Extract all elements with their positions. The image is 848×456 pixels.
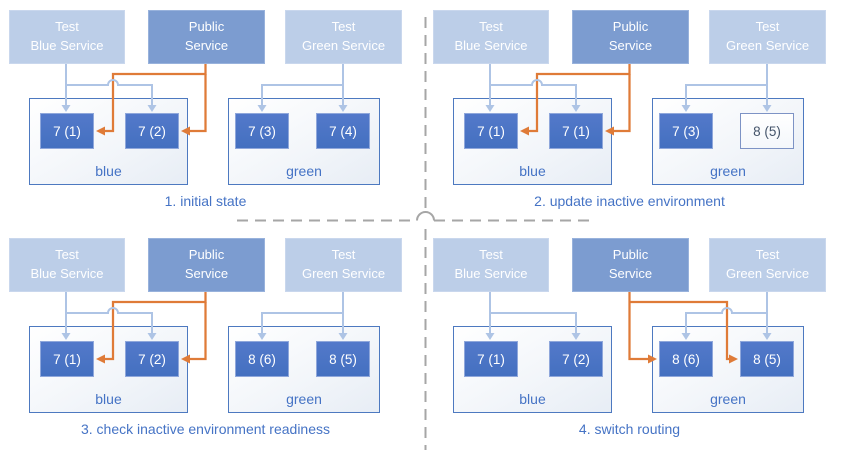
service-label-line: Green Service: [725, 38, 810, 53]
environment-label: blue: [519, 391, 546, 407]
service-label-line: Blue Service: [30, 38, 104, 53]
service-label-line: Green Service: [301, 38, 386, 53]
test-green-service-box: Test Green Service: [285, 238, 402, 292]
instance-box: 8 (6): [235, 341, 289, 377]
service-label-line: Test: [55, 19, 79, 35]
test-green-service-box: Test Green Service: [285, 10, 402, 64]
instance-box: 7 (1): [464, 113, 518, 149]
instance-box: 8 (5): [316, 341, 370, 377]
test-blue-service-box: Test Blue Service: [9, 10, 125, 64]
panel-caption: 2. update inactive environment: [534, 193, 725, 209]
service-label-line: Service: [184, 38, 229, 53]
panel-caption: 1. initial state: [164, 193, 247, 209]
service-label-line: Blue Service: [454, 266, 528, 281]
public-service-box: Public Service: [572, 238, 689, 292]
service-label-line: Public: [612, 19, 649, 35]
public-route-arrow-line-2: [614, 74, 631, 133]
instance-box: 8 (6): [659, 341, 713, 377]
instance-box: 7 (2): [549, 341, 603, 377]
instance-box: 7 (1): [40, 341, 94, 377]
service-label-line: Test: [331, 247, 356, 263]
service-label-line: Test: [331, 19, 356, 35]
service-label-line: Service: [608, 38, 653, 53]
instance-box: 7 (1): [464, 341, 518, 377]
service-label-line: Test: [755, 247, 780, 263]
service-label-line: Public: [188, 247, 225, 263]
test-blue-service-box: Test Blue Service: [433, 10, 549, 64]
panel-check-inactive-environment-readiness: Test Blue Service Public Service Test Gr…: [0, 228, 424, 456]
test-green-service-box: Test Green Service: [709, 10, 826, 64]
service-label-line: Green Service: [725, 266, 810, 281]
public-route-arrow-line-2: [190, 74, 207, 133]
service-label-line: Test: [55, 247, 79, 263]
service-label-line: Green Service: [301, 266, 386, 281]
instance-box: 7 (2): [125, 341, 179, 377]
environment-label: green: [286, 163, 322, 179]
environment-label: blue: [519, 163, 546, 179]
service-label-line: Public: [612, 247, 649, 263]
environment-label: blue: [95, 163, 122, 179]
instance-box-new-version: 8 (5): [740, 113, 794, 149]
test-green-service-box: Test Green Service: [709, 238, 826, 292]
service-label-line: Blue Service: [30, 266, 104, 281]
panel-caption: 4. switch routing: [578, 421, 681, 437]
service-label-line: Public: [188, 19, 225, 35]
panel-caption: 3. check inactive environment readiness: [80, 421, 331, 437]
environment-label: green: [286, 391, 322, 407]
instance-box: 7 (1): [549, 113, 603, 149]
instance-box: 7 (3): [659, 113, 713, 149]
service-label-line: Blue Service: [454, 38, 528, 53]
service-label-line: Test: [755, 19, 780, 35]
public-service-box: Public Service: [148, 238, 265, 292]
test-blue-service-box: Test Blue Service: [9, 238, 125, 292]
panel-update-inactive-environment: Test Blue Service Public Service Test Gr…: [424, 0, 848, 228]
public-route-arrow-line-1: [628, 290, 648, 361]
environment-label: blue: [95, 391, 122, 407]
test-blue-service-box: Test Blue Service: [433, 238, 549, 292]
environment-label: green: [710, 163, 746, 179]
instance-box: 8 (5): [740, 341, 794, 377]
environment-label: green: [710, 391, 746, 407]
panel-switch-routing: Test Blue Service Public Service Test Gr…: [424, 228, 848, 456]
instance-box: 7 (3): [235, 113, 289, 149]
instance-box: 7 (4): [316, 113, 370, 149]
instance-box: 7 (1): [40, 113, 94, 149]
service-label-line: Service: [184, 266, 229, 281]
service-label-line: Test: [479, 19, 503, 35]
service-label-line: Test: [479, 247, 503, 263]
service-label-line: Service: [608, 266, 653, 281]
public-service-box: Public Service: [148, 10, 265, 64]
public-service-box: Public Service: [572, 10, 689, 64]
instance-box: 7 (2): [125, 113, 179, 149]
public-route-arrow-line-2: [190, 302, 207, 361]
panel-initial-state: Test Blue Service Public Service Test Gr…: [0, 0, 424, 228]
